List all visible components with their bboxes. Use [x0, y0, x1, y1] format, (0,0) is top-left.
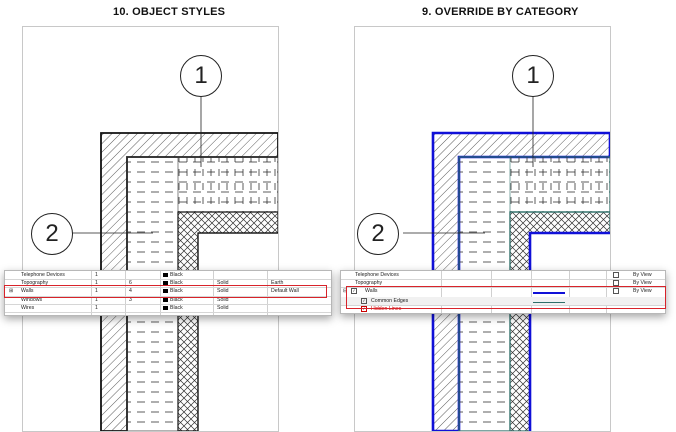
callout-2-right: 2: [357, 213, 399, 255]
swatch-icon: [163, 288, 168, 293]
checkbox-icon[interactable]: [613, 280, 619, 286]
table-row[interactable]: Windows 1 3 Black Solid: [5, 296, 331, 305]
right-heading: 9. OVERRIDE BY CATEGORY: [422, 6, 579, 18]
checkbox-icon[interactable]: [613, 288, 619, 294]
left-heading: 10. OBJECT STYLES: [113, 6, 226, 18]
collapse-icon[interactable]: ⊟: [343, 288, 348, 294]
table-row-walls[interactable]: ⊞ Walls 1 4 Black Solid Default Wall: [5, 287, 331, 297]
left-panel: 1 2: [22, 26, 279, 432]
table-row[interactable]: Telephone Devices By View: [341, 271, 665, 280]
callout-1-left: 1: [180, 55, 222, 97]
checkbox-icon[interactable]: ✓: [361, 298, 367, 304]
walls-row-highlight-right: [346, 286, 666, 309]
expand-icon[interactable]: ⊞: [9, 288, 14, 294]
object-styles-table: Telephone Devices 1 Black Topography 1 6…: [4, 270, 332, 316]
right-wall-drawing: [403, 93, 610, 431]
callout-1-right: 1: [512, 55, 554, 97]
right-panel: 1 2: [354, 26, 611, 432]
projection-line-override[interactable]: [533, 300, 565, 306]
checkbox-icon[interactable]: ✓: [351, 288, 357, 294]
left-wall-drawing: [71, 93, 278, 431]
swatch-icon: [163, 280, 168, 285]
table-row[interactable]: ✓ Common Edges: [341, 297, 665, 306]
swatch-icon: [163, 272, 168, 277]
walls-row-highlight-left: [4, 285, 327, 298]
override-by-category-table: Telephone Devices By View Topography By …: [340, 270, 666, 314]
table-row[interactable]: Telephone Devices 1 Black: [5, 271, 331, 280]
table-row[interactable]: Topography By View: [341, 279, 665, 288]
table-row[interactable]: Topography 1 6 Black Solid Earth: [5, 279, 331, 288]
table-row[interactable]: Wires 1 Black Solid: [5, 304, 331, 313]
checkbox-icon[interactable]: [613, 272, 622, 278]
callout-2-left: 2: [31, 213, 73, 255]
color-swatch: Black: [163, 272, 183, 278]
swatch-icon: [163, 305, 168, 310]
row-name: Telephone Devices: [21, 272, 65, 278]
cut-line-override[interactable]: [533, 290, 565, 296]
swatch-icon: [163, 297, 168, 302]
